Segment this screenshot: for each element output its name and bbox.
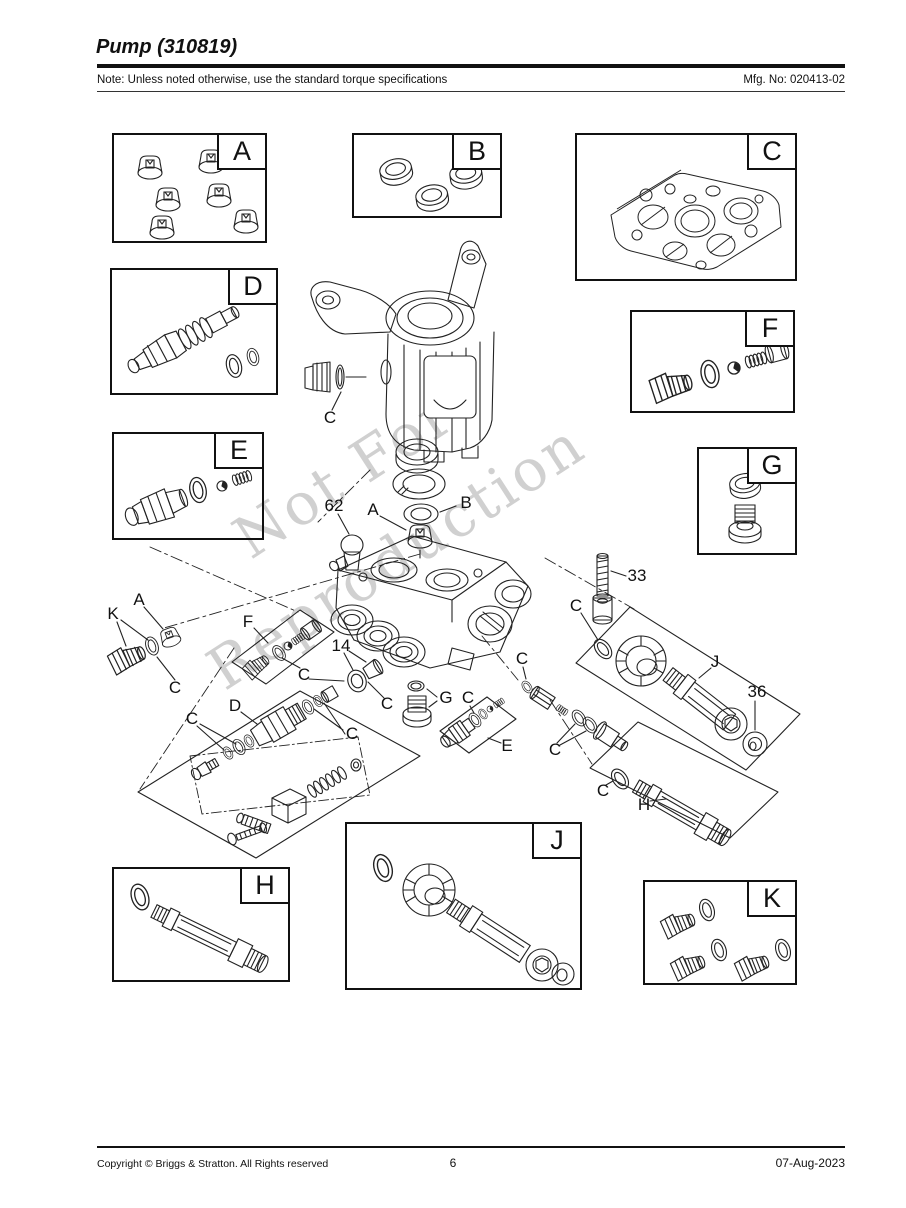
outlet-manifold <box>330 535 532 671</box>
callout-c-k-oring: C <box>168 678 182 697</box>
callout-h: H <box>637 795 651 814</box>
callout-c-14-seal: C <box>380 694 394 713</box>
detail-box-a: A <box>112 133 267 243</box>
callout-d: D <box>228 696 242 715</box>
drain-plug-parts <box>105 606 183 681</box>
callout-33: 33 <box>627 566 647 585</box>
page-number: 6 <box>449 1156 457 1170</box>
callout-k: K <box>107 604 119 623</box>
copyright: Copyright © Briggs & Stratton. All Right… <box>97 1158 329 1170</box>
detail-box-h-label: H <box>240 869 288 904</box>
footer-rule <box>97 1146 845 1148</box>
detail-box-g-parts <box>727 471 763 544</box>
kit-e-diamond <box>439 696 517 754</box>
callout-14: 14 <box>331 636 351 655</box>
nut-14-parts <box>343 650 385 699</box>
detail-box-d: D <box>110 268 278 395</box>
detail-box-a-label: A <box>217 135 265 170</box>
detail-box-h: H <box>112 867 290 982</box>
detail-box-d-parts <box>127 306 262 380</box>
plug-g <box>402 680 438 728</box>
callout-c-mid-oring: C <box>515 649 529 668</box>
callout-j: J <box>710 652 720 671</box>
detail-box-e: E <box>112 432 264 540</box>
callout-a-plug-cap: A <box>133 590 145 609</box>
header-rule <box>97 64 845 68</box>
callout-c-e-oring: C <box>461 688 475 707</box>
tube-assembly-j <box>575 606 801 771</box>
check-valve-parts <box>519 666 629 752</box>
detail-box-g: G <box>697 447 797 555</box>
callout-e: E <box>501 736 513 755</box>
detail-box-e-parts <box>124 469 254 526</box>
callout-c-j-oring: C <box>569 596 583 615</box>
detail-box-f-label: F <box>745 312 793 347</box>
callout-f: F <box>242 612 254 631</box>
detail-box-k-label: K <box>747 882 795 917</box>
callout-c-crankcase: C <box>323 408 337 427</box>
torque-note: Note: Unless noted otherwise, use the st… <box>97 74 448 86</box>
page-title: Pump (310819) <box>96 36 238 58</box>
fitting-62 <box>329 513 364 572</box>
detail-box-k: K <box>643 880 797 985</box>
detail-box-d-label: D <box>228 270 276 305</box>
callout-36: 36 <box>747 682 767 701</box>
detail-box-c: C <box>575 133 797 281</box>
callout-c-f-oring: C <box>297 665 311 684</box>
footer-date: 07-Aug-2023 <box>775 1156 845 1170</box>
tube-assembly-h <box>589 721 779 847</box>
callout-c-mid-orings: C <box>548 740 562 759</box>
callout-a-valve-cap: A <box>367 500 379 519</box>
callout-c-d-orings: C <box>185 709 199 728</box>
kit-d-diamond <box>137 685 421 859</box>
detail-box-j-label: J <box>532 824 580 859</box>
detail-box-c-parts <box>610 169 782 270</box>
phantom-lines <box>139 469 635 790</box>
detail-box-g-label: G <box>747 449 795 484</box>
callout-c-d-end-orings: C <box>345 724 359 743</box>
bolt-33 <box>592 552 627 625</box>
callout-c-h-oring: C <box>596 781 610 800</box>
seal-stack <box>379 438 457 559</box>
detail-box-c-label: C <box>747 135 795 170</box>
detail-box-e-label: E <box>214 434 262 469</box>
callout-g: G <box>439 688 453 707</box>
header-rule-thin <box>97 91 845 92</box>
detail-box-f: F <box>630 310 795 413</box>
detail-box-j-parts <box>369 851 575 986</box>
pump-crankcase <box>310 240 495 463</box>
kit-f-diamond <box>231 609 345 685</box>
callout-62: 62 <box>324 496 344 515</box>
detail-box-j: J <box>345 822 582 990</box>
detail-box-b: B <box>352 133 502 218</box>
detail-box-h-parts <box>127 881 269 973</box>
detail-box-b-label: B <box>452 135 500 170</box>
crankcase-plug-and-oring <box>304 361 367 411</box>
mfg-number: Mfg. No: 020413-02 <box>743 74 845 86</box>
callout-b-seal: B <box>460 493 472 512</box>
